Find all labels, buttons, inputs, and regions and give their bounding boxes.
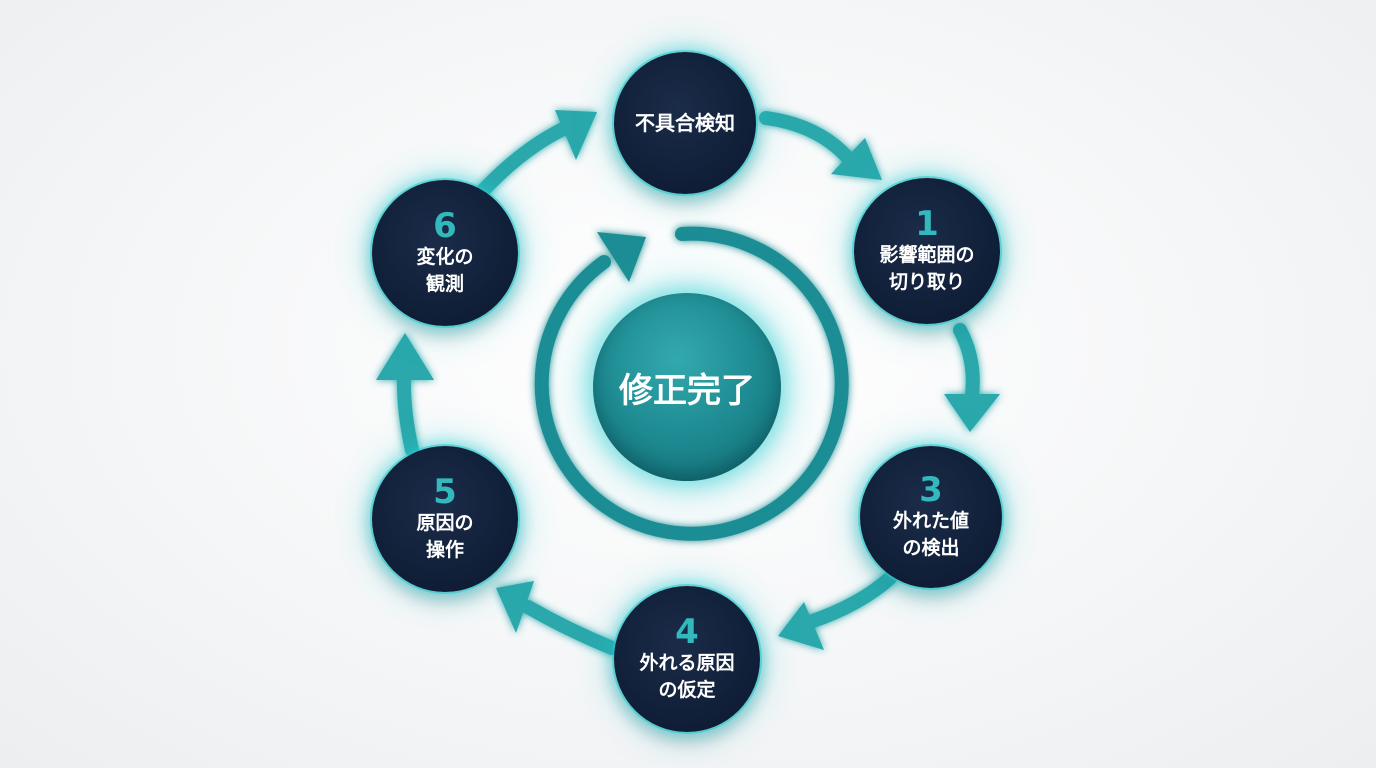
arrow-5-to-6 bbox=[396, 368, 419, 457]
step-label: 原因の 操作 bbox=[416, 512, 474, 561]
step-number: 1 bbox=[915, 204, 939, 244]
step-number: 4 bbox=[675, 612, 699, 652]
start-node: 不具合検知 bbox=[614, 52, 756, 194]
arrowhead-4-to-5 bbox=[496, 581, 534, 633]
step-node-6: 6 変化の 観測 bbox=[372, 180, 518, 326]
inner-loop-arrow bbox=[534, 226, 849, 541]
step-label: 影響範囲の 切り取り bbox=[879, 244, 975, 293]
step-number: 3 bbox=[919, 470, 943, 510]
step-number: 6 bbox=[433, 206, 457, 246]
arrowhead-5-to-6 bbox=[376, 333, 434, 380]
arrow-3-to-4 bbox=[803, 571, 897, 629]
start-node-label: 不具合検知 bbox=[635, 110, 735, 135]
center-completion-node: 修正完了 bbox=[593, 293, 781, 481]
step-label: 外れる原因 の仮定 bbox=[639, 652, 735, 701]
arrow-6-to-start bbox=[471, 121, 572, 203]
arrowhead-3-to-4 bbox=[778, 602, 824, 650]
center-label: 修正完了 bbox=[619, 370, 755, 411]
arrow-1-to-3 bbox=[953, 323, 980, 402]
step-node-4: 4 外れる原因 の仮定 bbox=[614, 586, 760, 732]
step-label: 外れた値 の検出 bbox=[892, 510, 969, 559]
step-label: 変化の 観測 bbox=[416, 246, 474, 295]
arrowhead-1-to-3 bbox=[944, 394, 1000, 432]
step-node-1: 1 影響範囲の 切り取り bbox=[854, 178, 1000, 324]
arrowhead-start-to-1 bbox=[831, 138, 882, 180]
inner-loop-arrowhead bbox=[597, 232, 646, 282]
arrow-4-to-5 bbox=[521, 600, 619, 655]
arrow-start-to-1 bbox=[759, 111, 855, 165]
step-node-3: 3 外れた値 の検出 bbox=[860, 446, 1002, 588]
step-number: 5 bbox=[433, 472, 457, 512]
step-node-5: 5 原因の 操作 bbox=[372, 446, 518, 592]
arrowhead-6-to-start bbox=[555, 110, 597, 160]
